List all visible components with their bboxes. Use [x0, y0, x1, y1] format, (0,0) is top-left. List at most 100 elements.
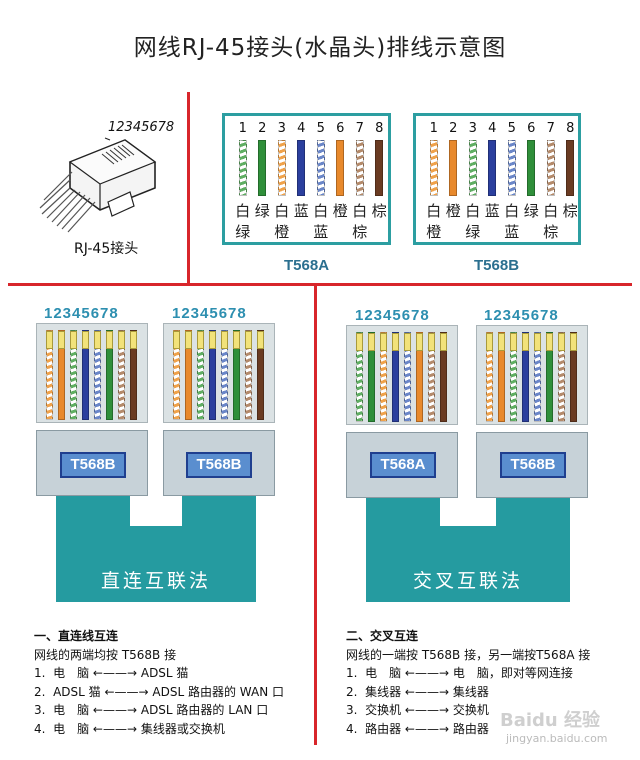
wire-strand	[81, 330, 89, 420]
straight-left-plug-head	[36, 323, 148, 423]
straight-cable-right-leg	[182, 496, 256, 526]
pin-contact	[220, 331, 228, 349]
wire-color-label: 橙	[274, 223, 290, 241]
wire-color-label: 棕	[543, 223, 559, 241]
wire-color-label: 棕	[562, 202, 578, 220]
straight-right-pin-numbers: 12345678	[172, 305, 247, 322]
list-item: 2. ADSL 猫 ←——→ ADSL 路由器的 WAN 口	[34, 684, 285, 699]
pin-contact	[545, 333, 553, 351]
connector-pin-numbers: 12345678	[108, 120, 175, 135]
wire-color-label: 白	[313, 202, 329, 220]
wire-strand	[184, 330, 192, 420]
wire-strand	[449, 140, 458, 196]
wire-strand	[355, 140, 364, 196]
pin-number: 7	[546, 121, 555, 136]
cross-right-tag: T568B	[500, 452, 566, 478]
pin-contact	[196, 331, 204, 349]
t568a-pin-numbers: 1 2 3 4 5 6 7 8	[233, 121, 389, 136]
straight-left-tag: T568B	[60, 452, 126, 478]
pin-contact	[427, 333, 435, 351]
divider-vertical-top	[187, 92, 190, 285]
wire-strand	[527, 140, 536, 196]
wire-strand	[507, 140, 516, 196]
pin-contact	[557, 333, 565, 351]
pin-number: 4	[297, 121, 306, 136]
pin-contact	[232, 331, 240, 349]
wire-strand	[297, 140, 306, 196]
pin-contact	[93, 331, 101, 349]
wire-strand	[569, 332, 577, 422]
wire-color-label: 绿	[254, 202, 270, 220]
wire-strand	[468, 140, 477, 196]
wire-color-label: 白	[426, 202, 442, 220]
wire-color-label: 蓝	[313, 223, 329, 241]
pin-contact	[569, 333, 577, 351]
t568b-label: T568B	[474, 257, 520, 274]
t568a-label: T568A	[284, 257, 330, 274]
straight-right-plug-head	[163, 323, 275, 423]
t568a-box: 1 2 3 4 5 6 7 8 白 绿 白 蓝 白 橙 白 棕 绿 橙 蓝 棕	[222, 113, 391, 245]
wire-strand	[557, 332, 565, 422]
pin-contact	[485, 333, 493, 351]
straight-heading: 一、直连线互连	[34, 629, 119, 643]
pin-contact	[403, 333, 411, 351]
pin-number: 1	[429, 121, 438, 136]
pin-number: 4	[488, 121, 497, 136]
wire-strand	[208, 330, 216, 420]
wire-strand	[379, 332, 387, 422]
wire-strand	[546, 140, 555, 196]
wire-strand	[367, 332, 375, 422]
pin-contact	[244, 331, 252, 349]
cross-cable: 交叉互联法	[366, 526, 570, 602]
wire-color-label: 绿	[235, 223, 251, 241]
cross-right-plug-head	[476, 325, 588, 425]
cross-cable-left-leg	[366, 498, 440, 526]
t568b-wires	[424, 140, 584, 196]
pin-contact	[208, 331, 216, 349]
rj45-illustration: 12345678 RJ-45接头	[30, 110, 180, 257]
wire-color-label	[253, 221, 273, 242]
straight-right-plug-body	[163, 430, 275, 496]
list-item: 1. 电 脑 ←——→ ADSL 猫	[34, 666, 189, 680]
pin-contact	[355, 333, 363, 351]
wire-strand	[258, 140, 267, 196]
wire-strand	[533, 332, 541, 422]
wire-strand	[545, 332, 553, 422]
wire-strand	[256, 330, 264, 420]
wire-color-label	[444, 221, 464, 242]
wire-color-label: 白	[274, 202, 290, 220]
wire-strand	[196, 330, 204, 420]
wire-color-label: 棕	[371, 202, 387, 220]
watermark-url: jingyan.baidu.com	[506, 732, 608, 745]
wire-strand	[485, 332, 493, 422]
wire-strand	[45, 330, 53, 420]
straight-right-tag: T568B	[186, 452, 252, 478]
wire-color-label: 蓝	[504, 223, 520, 241]
wire-color-label	[370, 221, 390, 242]
cross-heading: 二、交叉互连	[346, 629, 419, 643]
pin-contact	[184, 331, 192, 349]
pin-number: 5	[507, 121, 516, 136]
wire-color-label: 白	[543, 202, 559, 220]
wire-strand	[429, 140, 438, 196]
straight-cable-left-leg	[56, 496, 130, 526]
wire-color-label	[561, 221, 581, 242]
cross-cable-text: 交叉互联法	[412, 570, 523, 592]
pin-contact	[533, 333, 541, 351]
wire-strand	[415, 332, 423, 422]
wire-strand	[427, 332, 435, 422]
wire-strand	[57, 330, 65, 420]
pin-contact	[379, 333, 387, 351]
pin-contact	[117, 331, 125, 349]
straight-left-pin-numbers: 12345678	[44, 305, 119, 322]
wire-color-label	[522, 221, 542, 242]
t568a-color-row2: 绿 橙 蓝 棕	[233, 221, 389, 242]
wire-strand	[391, 332, 399, 422]
pin-contact	[509, 333, 517, 351]
list-item: 3. 交换机 ←——→ 交换机	[346, 703, 489, 717]
straight-notes: 一、直连线互连 网线的两端均按 T568B 接 1. 电 脑 ←——→ ADSL…	[34, 627, 309, 738]
wire-strand	[403, 332, 411, 422]
page-title: 网线RJ-45接头(水晶头)排线示意图	[133, 35, 507, 61]
wire-color-label: 蓝	[484, 202, 500, 220]
t568a-wires	[233, 140, 393, 196]
